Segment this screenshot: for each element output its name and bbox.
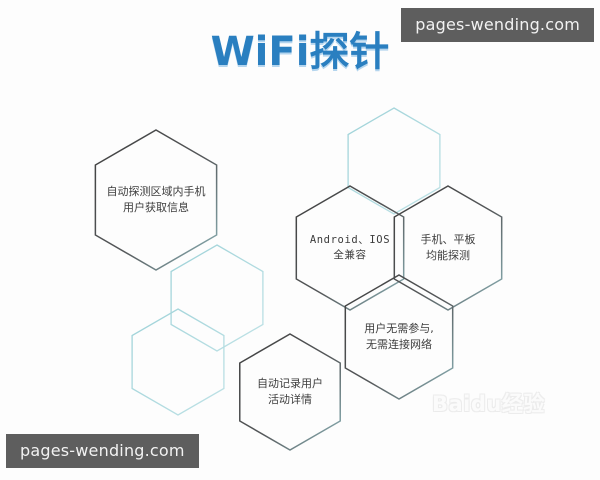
- hex-android-ios: [295, 185, 405, 311]
- hex-auto-record: [239, 333, 341, 451]
- hex-decor-lower-left: [131, 308, 225, 416]
- watermark-top-right: pages-wending.com: [401, 8, 594, 42]
- page-title: WiFi探针: [210, 29, 390, 75]
- watermark-bottom-left: pages-wending.com: [6, 434, 199, 468]
- hex-decor-top-right: [347, 107, 441, 215]
- hex-phone-tablet: [393, 185, 503, 311]
- hex-detect-phone-users: [94, 129, 218, 271]
- hex-no-user-action: [344, 274, 454, 400]
- hex-decor-mid-left: [170, 244, 264, 352]
